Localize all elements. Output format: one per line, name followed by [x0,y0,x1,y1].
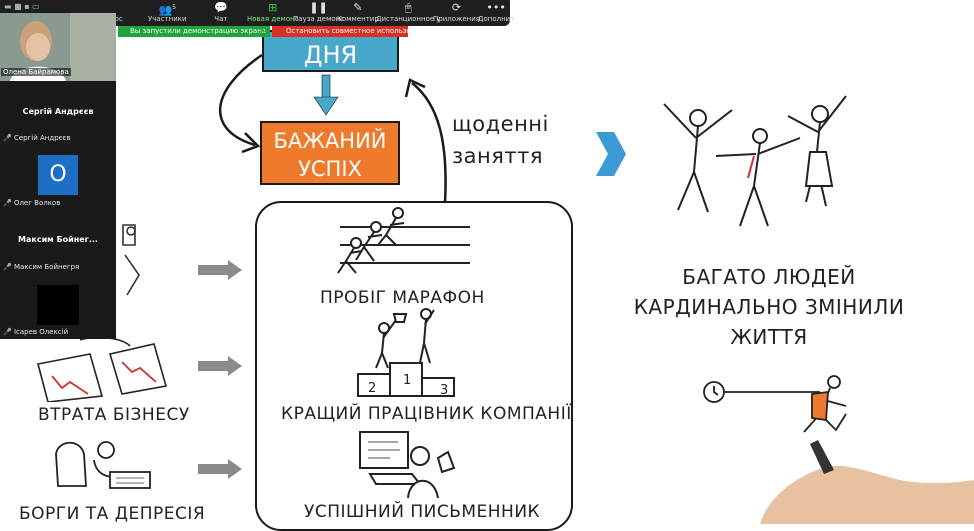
stop-share-button[interactable]: Остановить совместное использование [272,26,433,37]
podium-2: 2 [368,381,376,396]
toolbar-participants[interactable]: 👥5 Участники [148,3,187,23]
item-best-worker: КРАЩИЙ ПРАЦІВНИК КОМПАНІЇ [281,404,572,424]
share-screen-icon: ⊞ [268,1,278,14]
podium-3: 3 [440,383,448,398]
shield-icon: ⛨ [260,27,266,36]
box-day: ДНЯ [262,30,399,72]
toolbar-pause-share[interactable]: ❚❚ Пауза демонс [293,1,345,24]
left-debts-depression: БОРГИ ТА ДЕПРЕСІЯ [19,504,206,524]
right-caption: БАГАТО ЛЮДЕЙ КАРДИНАЛЬНО ЗМІНИЛИ ЖИТТЯ [604,262,934,352]
toolbar-remote-control[interactable]: 🖱 Дистанционное у [376,1,441,24]
toolbar-chat[interactable]: 💬 Чат [214,1,228,24]
gray-arrow-3 [198,459,242,479]
mic-muted-icon: 🎤 [3,199,12,207]
participant-label: 🎤 Максим Бойнегря [3,263,80,271]
participants-count: 5 [172,4,177,11]
clock-runner-sketch [703,375,974,524]
item-marathon: ПРОБІГ МАРАФОН [320,288,485,308]
window-controls[interactable]: ▬ ■ ▪ ▭ [4,2,40,11]
sharing-status-text: Вы запустили демонстрацию экрана [130,27,267,35]
toolbar-more[interactable]: ••• Дополнит [478,1,515,24]
sharing-status-bar: Вы запустили демонстрацию экрана [118,26,270,37]
apps-icon: ⟳ [451,1,462,14]
pause-icon: ❚❚ [309,1,328,14]
right-caption-line-3: ЖИТТЯ [730,325,808,349]
toolbar-apps[interactable]: ⟳ Приложения [433,1,480,24]
participant-label: 🎤 Олег Волков [3,199,61,207]
daily-line-1: щоденні [452,112,549,136]
flow-arrows [218,53,447,204]
success-line-2: УСПІХ [298,157,362,181]
annotate-icon: ✎ [353,1,363,14]
gray-arrow-1 [198,260,242,280]
participant-tile-video[interactable]: Олена Байрамова [0,13,116,82]
participant-label: 🎤 Сергій Андрєєв [3,134,71,142]
toolbar-annotate[interactable]: ✎ Комментир [337,1,379,24]
toolbar-audio[interactable]: нос [110,15,123,23]
writer-sketch [359,431,456,499]
marathon-sketch [337,207,470,274]
podium-sketch: 1 2 3 [357,308,455,398]
happy-people-sketch [663,95,847,227]
success-line-1: БАЖАНИЙ [273,129,387,153]
left-partial-sketch [122,224,140,296]
right-caption-line-2: КАРДИНАЛЬНО ЗМІНИЛИ [633,295,905,319]
daily-activities-label: щоденні заняття [452,108,549,172]
participant-display-name: Сергій Андрєєв [22,107,94,116]
chevron-right-icon [596,132,626,176]
gray-arrow-2 [198,356,242,376]
daily-line-2: заняття [452,144,543,168]
right-curve-arrow [411,82,447,204]
participant-label: 🎤 Ісарев Олексій [3,328,69,336]
right-caption-line-1: БАГАТО ЛЮДЕЙ [682,265,856,289]
participant-tile[interactable]: Максим Бойнег... 🎤 Максим Бойнегря [0,210,116,276]
more-icon: ••• [486,1,506,14]
video-off-block [37,285,79,325]
mic-muted-icon: 🎤 [3,328,12,336]
blue-down-arrow [321,74,331,100]
marker-pen [810,440,834,474]
participant-tile[interactable]: O 🎤 Олег Волков [0,146,116,211]
participants-icon: 👥5 [158,3,177,17]
gray-arrows [198,260,242,479]
business-loss-sketch [37,336,168,402]
toolbar-new-share[interactable]: ⊞ Новая демонс [247,1,299,24]
stop-share-text: Остановить совместное использование [286,27,433,35]
participant-name: Олена Байрамова [1,68,71,76]
left-business-loss: ВТРАТА БІЗНЕСУ [38,405,190,425]
participant-display-name: Максим Бойнег... [18,235,98,244]
left-curve-arrow [218,53,263,147]
debts-sketch [55,441,151,489]
mic-muted-icon: 🎤 [3,263,12,271]
participants-panel: Олена Байрамова Сергій Андрєєв 🎤 Сергій … [0,13,116,339]
chat-icon: 💬 [214,1,228,14]
podium-1: 1 [403,373,411,388]
avatar: O [38,155,78,195]
participant-tile[interactable]: 🎤 Ісарев Олексій [0,275,116,339]
item-writer: УСПІШНИЙ ПИСЬМЕННИК [304,502,541,522]
remote-control-icon: 🖱 [404,1,412,14]
participant-tile[interactable]: Сергій Андрєєв 🎤 Сергій Андрєєв [0,81,116,147]
box-desired-success: БАЖАНИЙ УСПІХ [260,121,400,185]
mic-muted-icon: 🎤 [3,134,12,142]
drawing-hand [760,465,974,524]
